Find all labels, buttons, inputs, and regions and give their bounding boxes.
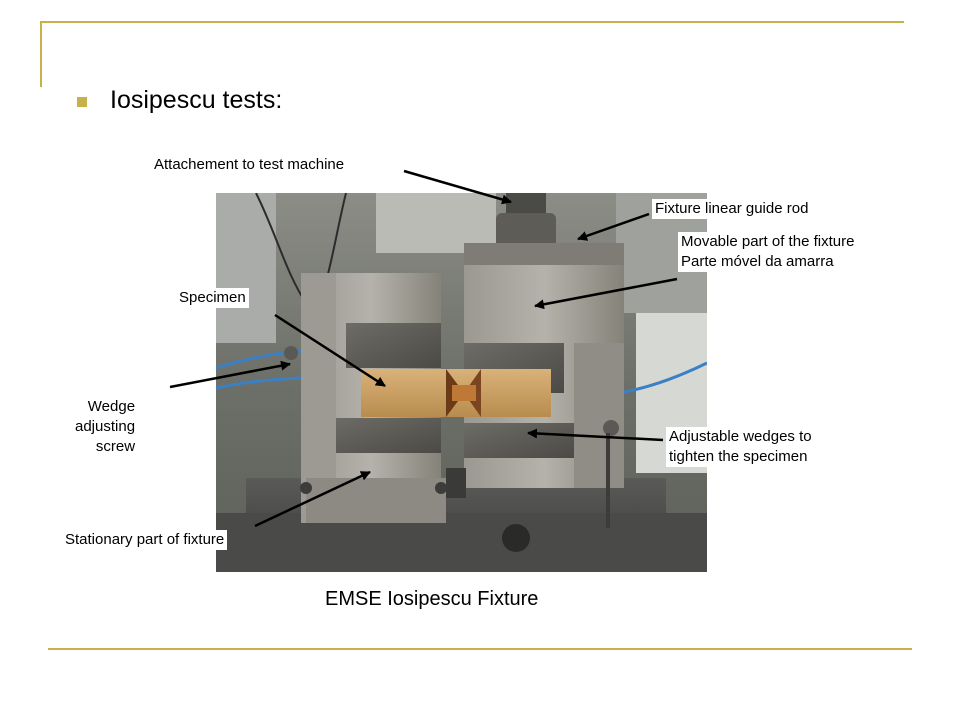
label-wedge-line3: screw (95, 438, 136, 455)
label-movable-line1: Movable part of the fixture (681, 233, 855, 250)
arrow-attachment (403, 169, 512, 205)
slide-heading: Iosipescu tests: (110, 86, 283, 114)
arrow-specimen (274, 313, 386, 388)
fixture-photo (216, 193, 707, 572)
label-wedge-screw: Wedge adjusting screw (72, 397, 139, 457)
label-specimen: Specimen (176, 288, 249, 308)
arrow-adjustable-wedges (527, 428, 664, 442)
label-guide-rod: Fixture linear guide rod (652, 199, 812, 219)
top-rule (40, 21, 904, 23)
figure-caption: EMSE Iosipescu Fixture (325, 588, 539, 610)
arrow-stationary (254, 470, 371, 528)
left-rule (40, 21, 42, 87)
arrow-guide-rod (577, 212, 650, 241)
label-wedge-line1: Wedge (87, 398, 136, 415)
label-adjustable-line2: tighten the specimen (669, 448, 808, 465)
label-attachment: Attachement to test machine (151, 155, 348, 175)
label-movable-part: Movable part of the fixture Parte móvel … (678, 232, 858, 272)
label-wedge-line2: adjusting (75, 418, 136, 435)
label-stationary: Stationary part of fixture (62, 530, 228, 550)
arrow-wedge-screw (169, 360, 291, 389)
bullet-square-icon (77, 97, 87, 107)
label-adjustable-wedges: Adjustable wedges to tighten the specime… (666, 427, 815, 467)
arrow-movable (534, 277, 678, 310)
bottom-rule (48, 648, 912, 650)
label-adjustable-line1: Adjustable wedges to (669, 428, 812, 445)
label-movable-line2: Parte móvel da amarra (681, 253, 834, 270)
